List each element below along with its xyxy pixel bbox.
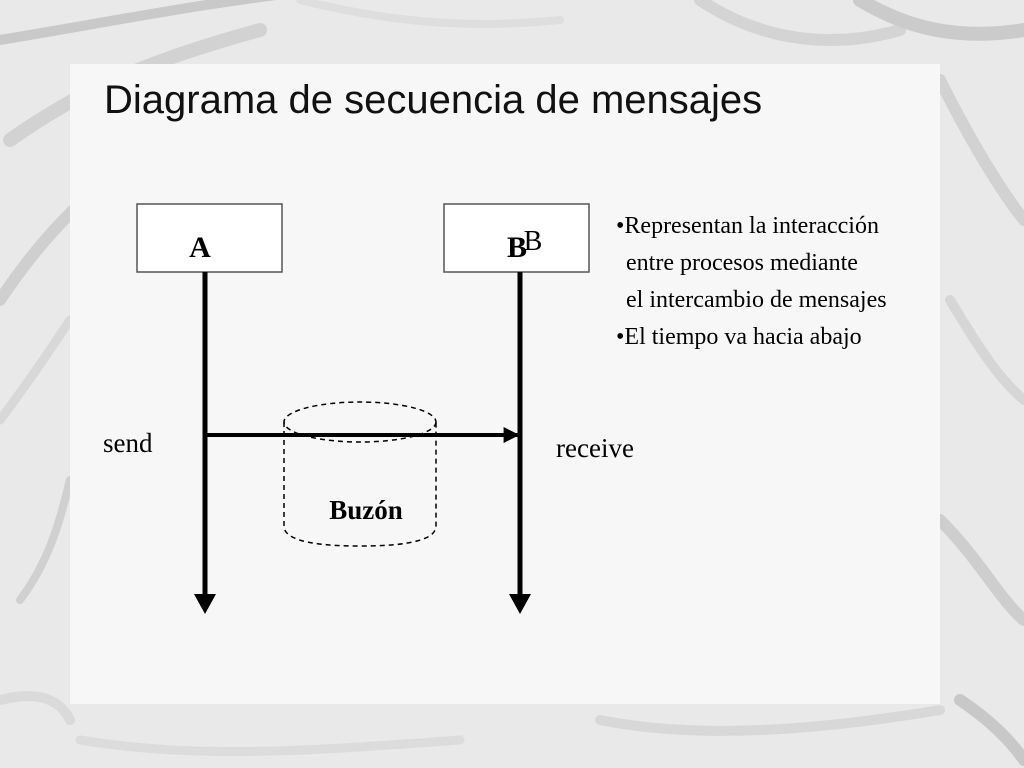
bullet-item: •Representan la interacción entre proces… — [616, 208, 887, 319]
slide-title: Diagrama de secuencia de mensajes — [104, 78, 763, 122]
send-label: send — [103, 428, 153, 458]
lifeline-a — [194, 272, 216, 614]
lifeline-b — [509, 272, 531, 614]
bullet-list: •Representan la interacción entre proces… — [616, 208, 887, 356]
bullet-line: •El tiempo va hacia abajo — [616, 324, 862, 350]
content-panel — [70, 64, 940, 704]
bullet-item: •El tiempo va hacia abajo — [616, 319, 887, 356]
bullet-line: el intercambio de mensajes — [626, 287, 887, 313]
mailbox-label: Buzón — [329, 495, 403, 525]
process-a-label: A — [189, 231, 211, 264]
process-a-box — [136, 203, 283, 273]
process-b-overlay-label: B — [524, 226, 543, 257]
bullet-line: •Representan la interacción — [616, 213, 879, 239]
receive-label: receive — [556, 433, 634, 463]
mailbox-cylinder — [283, 401, 437, 547]
process-b-label: B — [507, 231, 527, 264]
process-b-box — [443, 203, 590, 273]
bullet-line: entre procesos mediante — [626, 250, 858, 276]
